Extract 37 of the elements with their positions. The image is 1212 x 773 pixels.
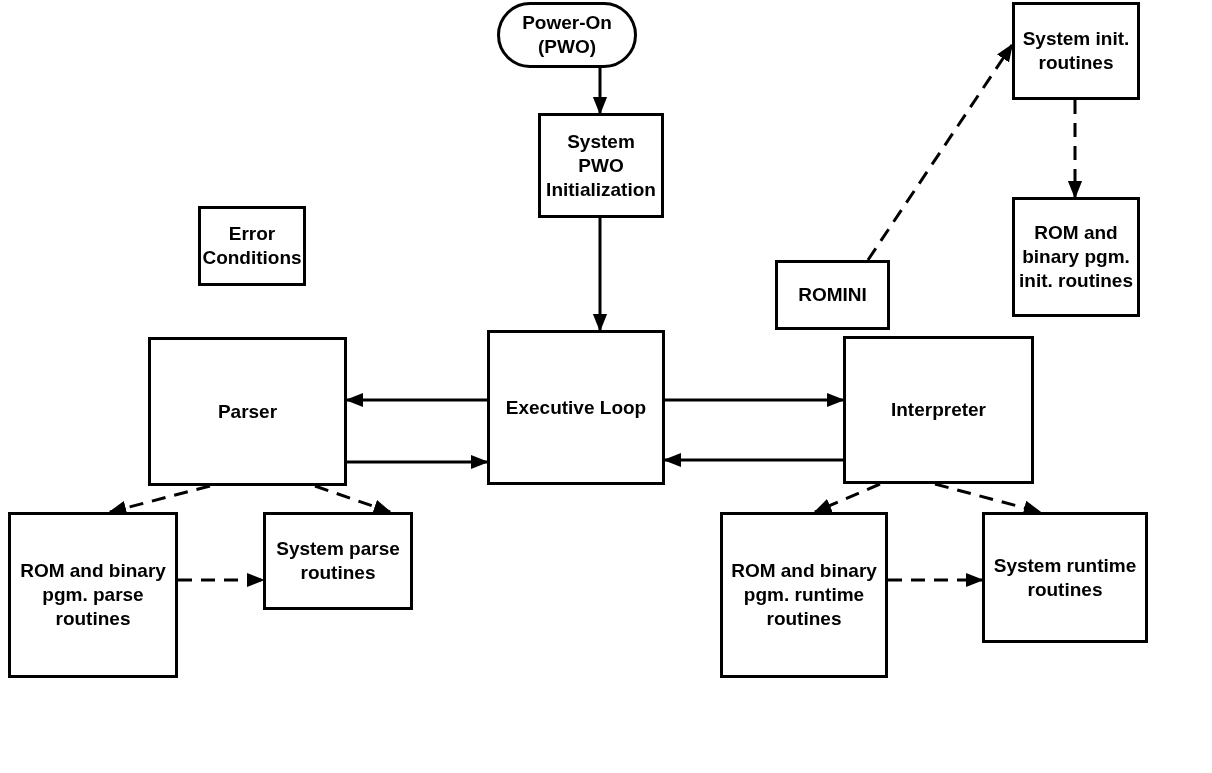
dashed-arrow [888, 572, 984, 588]
node-label: Parser [216, 399, 279, 424]
node-label: System parse routines [275, 537, 401, 585]
dashed-arrow [314, 484, 392, 514]
arrow [663, 452, 843, 468]
node-label: Executive Loop [504, 395, 648, 420]
process-box [198, 206, 306, 286]
node-label: Error Conditions [201, 222, 303, 270]
dashed-arrow [178, 572, 265, 588]
process-box [1012, 197, 1140, 317]
node-label: Power-On (PWO) [521, 11, 613, 59]
arrow [347, 454, 489, 470]
process-box [982, 512, 1148, 643]
process-box [843, 336, 1034, 484]
node-label: ROM and binary pgm. init. routines [1018, 221, 1134, 293]
process-box [720, 512, 888, 678]
node-label: System init. routines [1021, 27, 1131, 75]
process-box [1012, 2, 1140, 100]
process-box [538, 113, 664, 218]
arrow [345, 392, 487, 408]
node-label: Interpreter [890, 398, 987, 422]
dashed-arrow [813, 482, 881, 514]
node-label: ROM and binary pgm. parse routines [19, 559, 167, 631]
arrow [592, 68, 608, 115]
process-box [8, 512, 178, 678]
process-box [775, 260, 890, 330]
arrow [592, 218, 608, 332]
dashed-arrow [866, 43, 1014, 261]
node-label: ROMINI [797, 283, 868, 307]
process-box [263, 512, 413, 610]
dashed-arrow [1067, 100, 1083, 199]
node-label: System PWO Initialization [545, 129, 657, 202]
process-box [148, 337, 347, 486]
node-label: System runtime routines [992, 553, 1138, 602]
arrow [665, 392, 845, 408]
process-box [487, 330, 665, 485]
node-label: ROM and binary pgm. runtime routines [730, 559, 878, 631]
